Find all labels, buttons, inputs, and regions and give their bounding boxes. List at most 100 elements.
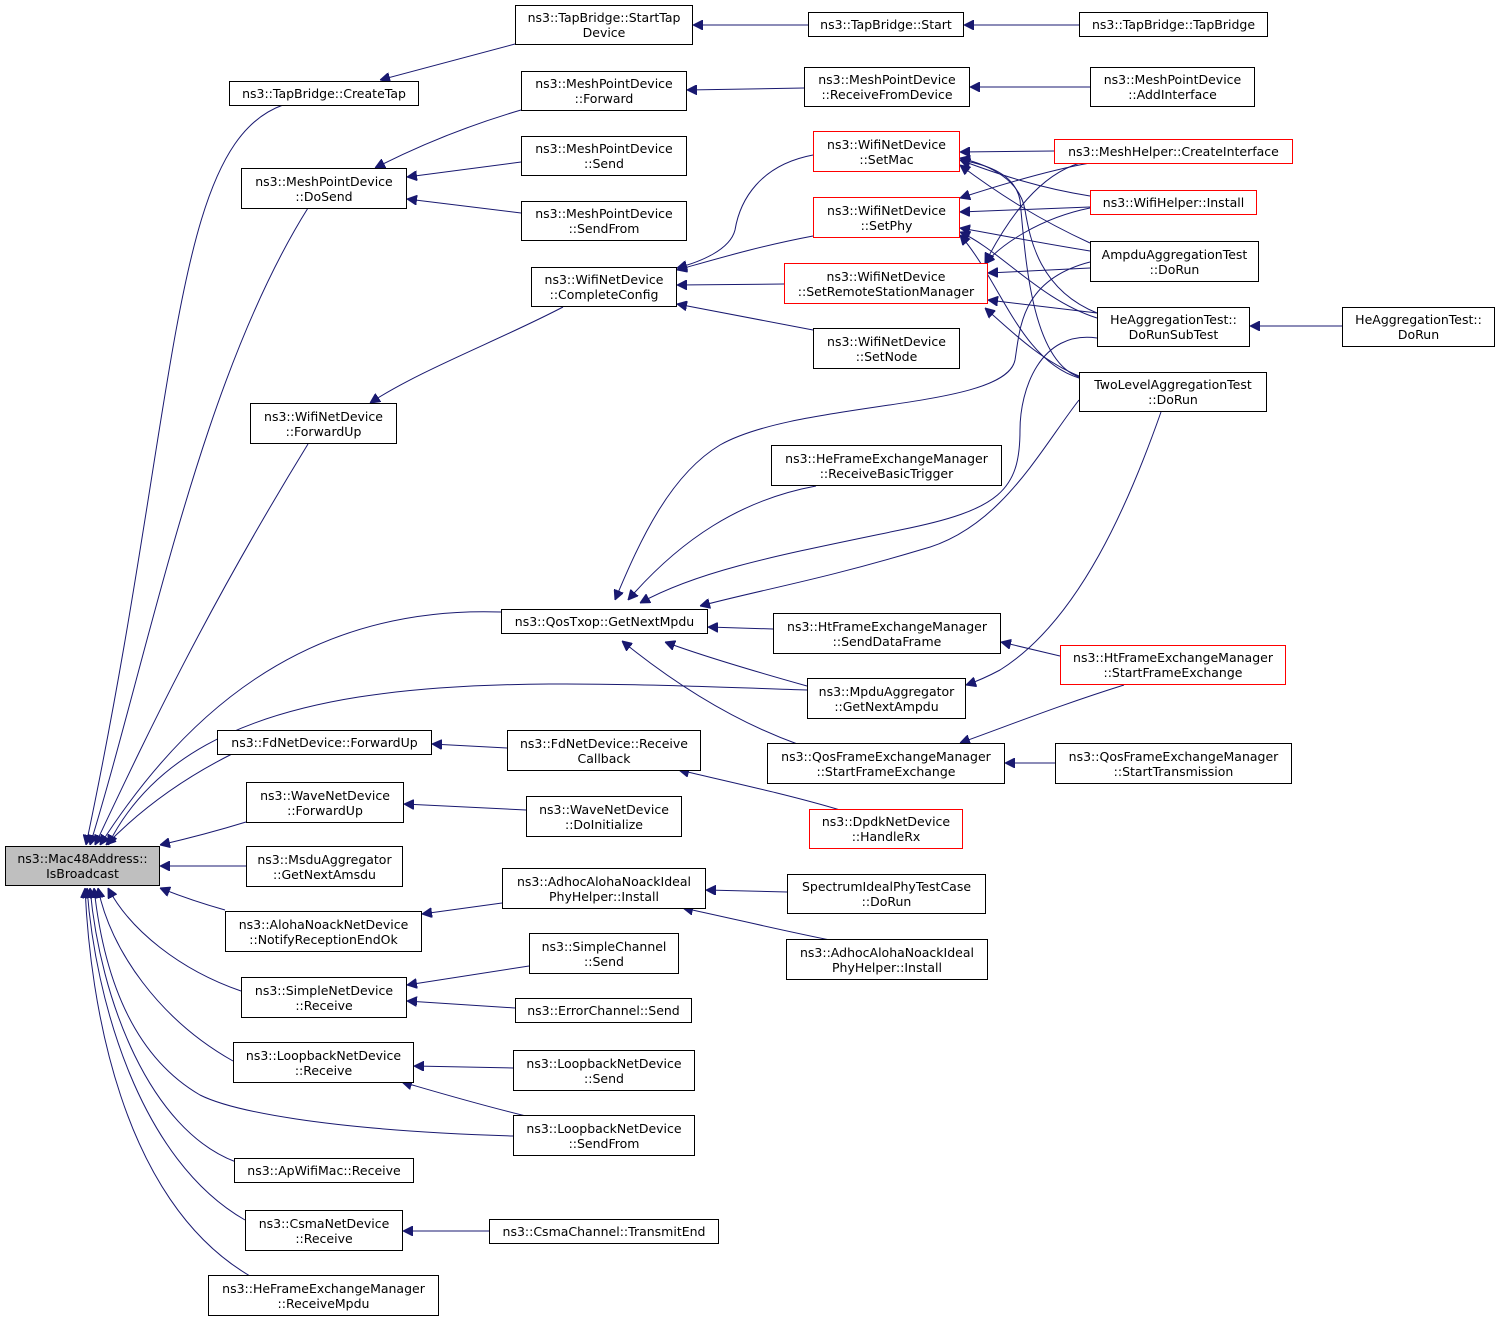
node-heframeexchangemanager-receivempdu[interactable]: ns3::HeFrameExchangeManager ::ReceiveMpd… [208, 1275, 439, 1316]
node-qosframeexchangemanager-startframeexchange[interactable]: ns3::QosFrameExchangeManager ::StartFram… [767, 743, 1005, 784]
node-label-line: IsBroadcast [46, 866, 119, 881]
node-adhocalohanoackidealphyhelper-install-2[interactable]: ns3::AdhocAlohaNoackIdeal PhyHelper::Ins… [786, 939, 988, 980]
node-label-line: ns3::ErrorChannel::Send [527, 1003, 680, 1018]
node-meshpointdevice-receivefromdevice[interactable]: ns3::MeshPointDevice ::ReceiveFromDevice [804, 67, 970, 107]
node-meshpointdevice-addinterface[interactable]: ns3::MeshPointDevice ::AddInterface [1090, 67, 1255, 107]
node-label-line: ns3::WifiNetDevice [264, 408, 383, 424]
node-label-line: ns3::MeshPointDevice [535, 76, 673, 91]
edge-twolevel-setmac [960, 160, 1080, 378]
node-wifinetdevice-setnode[interactable]: ns3::WifiNetDevice ::SetNode [813, 328, 960, 369]
node-label-line: ns3::MsduAggregator [257, 851, 392, 867]
edge-starttap-createtap [380, 43, 516, 80]
edge-htsdf-gnm [708, 627, 774, 629]
edge-hesub-gnm [640, 336, 1098, 603]
node-label-line: ::HandleRx [851, 829, 921, 844]
node-wifihelper-install[interactable]: ns3::WifiHelper::Install [1090, 190, 1257, 215]
node-label-line: SpectrumIdealPhyTestCase [801, 879, 972, 894]
node-label-line: ns3::MeshPointDevice [1103, 72, 1242, 87]
node-csmanetdevice-receive[interactable]: ns3::CsmaNetDevice ::Receive [245, 1210, 403, 1251]
node-label-line: ::Send [584, 1070, 624, 1086]
node-simplenetdevice-receive[interactable]: ns3::SimpleNetDevice ::Receive [241, 977, 407, 1018]
node-fdnetdevice-forwardup[interactable]: ns3::FdNetDevice::ForwardUp [217, 730, 432, 755]
edge-sendfrom-dosend [407, 199, 522, 214]
node-htframeexchangemanager-startframeexchange[interactable]: ns3::HtFrameExchangeManager ::StartFrame… [1060, 645, 1286, 685]
edge-twolevel-setphy [960, 235, 1080, 379]
node-qostxop-getnextmpdu[interactable]: ns3::QosTxop::GetNextMpdu [501, 609, 708, 634]
node-wavenetdevice-doinitialize[interactable]: ns3::WaveNetDevice ::DoInitialize [526, 796, 682, 837]
edge-htsfe-htsdf [1001, 642, 1061, 657]
node-simplechannel-send[interactable]: ns3::SimpleChannel ::Send [529, 933, 679, 974]
node-label-line: ns3::WifiNetDevice [827, 136, 946, 152]
node-fdnetdevice-receivecallback[interactable]: ns3::FdNetDevice::Receive Callback [507, 730, 701, 771]
node-alohanoacknetdevice-notifyreceptionendok[interactable]: ns3::AlohaNoackNetDevice ::NotifyRecepti… [225, 911, 422, 952]
node-label-line: ::DoInitialize [564, 816, 643, 832]
node-label-line: HeAggregationTest:: [1110, 312, 1237, 327]
edge-loopsend-loopreceive [414, 1066, 514, 1068]
node-label-line: Callback [577, 750, 631, 766]
node-label-line: ns3::MeshPointDevice [818, 72, 956, 87]
node-wifinetdevice-completeconfig[interactable]: ns3::WifiNetDevice ::CompleteConfig [531, 267, 677, 307]
node-tapbridge-createtap[interactable]: ns3::TapBridge::CreateTap [229, 81, 419, 106]
edge-meshci-setphy [960, 162, 1091, 198]
node-wifinetdevice-setremotestationmanager[interactable]: ns3::WifiNetDevice ::SetRemoteStationMan… [784, 263, 988, 304]
node-wavenetdevice-forwardup[interactable]: ns3::WaveNetDevice ::ForwardUp [246, 782, 404, 823]
node-tapbridge-start[interactable]: ns3::TapBridge::Start [808, 12, 964, 37]
node-tapbridge-starttap[interactable]: ns3::TapBridge::StartTap Device [515, 5, 693, 45]
node-label-line: ns3::AlohaNoackNetDevice [238, 916, 409, 932]
node-csmachannel-transmitend[interactable]: ns3::CsmaChannel::TransmitEnd [489, 1219, 719, 1244]
edge-spectrum-adhoc1 [706, 890, 788, 892]
node-errorchannel-send[interactable]: ns3::ErrorChannel::Send [515, 998, 692, 1023]
edge-htsfe-qosfemsfe [960, 684, 1125, 743]
node-msduaggregator-getnextamsdu[interactable]: ns3::MsduAggregator ::GetNextAmsdu [246, 846, 403, 887]
node-meshpointdevice-sendfrom[interactable]: ns3::MeshPointDevice ::SendFrom [521, 201, 687, 241]
node-tapbridge-tapbridge[interactable]: ns3::TapBridge::TapBridge [1079, 12, 1268, 37]
node-label-line: TwoLevelAggregationTest [1094, 377, 1252, 392]
node-wifinetdevice-setmac[interactable]: ns3::WifiNetDevice ::SetMac [813, 131, 960, 172]
node-apwifimac-receive[interactable]: ns3::ApWifiMac::Receive [234, 1158, 414, 1183]
edge-rfd-forward [687, 88, 805, 90]
node-meshpointdevice-send[interactable]: ns3::MeshPointDevice ::Send [521, 136, 687, 176]
edge-createtap-root [86, 104, 284, 845]
node-twolevelaggregationtest-dorun[interactable]: TwoLevelAggregationTest ::DoRun [1079, 372, 1267, 412]
node-label-line: ns3::QosTxop::GetNextMpdu [514, 614, 695, 629]
node-qosframeexchangemanager-starttransmission[interactable]: ns3::QosFrameExchangeManager ::StartTran… [1055, 743, 1292, 784]
node-dpdknetdevice-handlerx[interactable]: ns3::DpdkNetDevice ::HandleRx [809, 809, 963, 849]
edge-adhoc2-adhoc1 [683, 908, 831, 941]
node-label-line: ns3::TapBridge::CreateTap [242, 86, 406, 101]
node-heaggregationtest-dorunsubtest[interactable]: HeAggregationTest:: DoRunSubTest [1097, 307, 1250, 347]
edge-loopreceive-root [98, 888, 234, 1062]
node-label-line: ns3::MeshPointDevice [535, 141, 673, 156]
node-label-line: ns3::QosFrameExchangeManager [1068, 748, 1279, 764]
node-spectrumidealphytestcase-dorun[interactable]: SpectrumIdealPhyTestCase ::DoRun [787, 874, 986, 914]
node-label-line: ns3::CsmaNetDevice [258, 1215, 390, 1231]
node-label-line: ns3::TapBridge::Start [820, 17, 952, 32]
node-label-line: ::ReceiveMpdu [277, 1295, 370, 1311]
node-htframeexchangemanager-senddataframe[interactable]: ns3::HtFrameExchangeManager ::SendDataFr… [773, 613, 1001, 654]
node-label-line: ns3::WifiHelper::Install [1102, 195, 1245, 210]
node-loopbacknetdevice-send[interactable]: ns3::LoopbackNetDevice ::Send [513, 1050, 695, 1091]
node-meshpointdevice-dosend[interactable]: ns3::MeshPointDevice ::DoSend [241, 168, 407, 209]
node-label-line: ::Forward [574, 91, 634, 106]
node-meshpointdevice-forward[interactable]: ns3::MeshPointDevice ::Forward [521, 71, 687, 111]
node-wifinetdevice-forwardup[interactable]: ns3::WifiNetDevice ::ForwardUp [250, 403, 397, 444]
node-ampduaggregationtest-dorun[interactable]: AmpduAggregationTest ::DoRun [1090, 241, 1259, 282]
node-wifinetdevice-setphy[interactable]: ns3::WifiNetDevice ::SetPhy [813, 197, 960, 238]
node-label-line: ::GetNextAmsdu [273, 866, 376, 882]
node-label-line: ::ReceiveBasicTrigger [819, 465, 954, 481]
edge-send-dosend [407, 161, 522, 177]
edge-getnextampdu-root [108, 683, 808, 845]
node-heframeexchangemanager-receivebasictrigger[interactable]: ns3::HeFrameExchangeManager ::ReceiveBas… [771, 445, 1002, 486]
edge-qosfemsfe-gnm [622, 641, 801, 746]
edge-twolevel-gnm [700, 399, 1080, 606]
edge-loopsendfrom-root [94, 888, 514, 1137]
node-heaggregationtest-dorun[interactable]: HeAggregationTest:: DoRun [1342, 307, 1495, 347]
node-loopbacknetdevice-receive[interactable]: ns3::LoopbackNetDevice ::Receive [233, 1042, 414, 1083]
node-meshhelper-createinterface[interactable]: ns3::MeshHelper::CreateInterface [1054, 139, 1293, 164]
node-adhocalohanoackidealphyhelper-install-1[interactable]: ns3::AdhocAlohaNoackIdeal PhyHelper::Ins… [502, 868, 706, 909]
edge-mpduagg-gnm [665, 642, 808, 687]
node-label-line: DoRunSubTest [1128, 327, 1219, 342]
node-loopbacknetdevice-sendfrom[interactable]: ns3::LoopbackNetDevice ::SendFrom [513, 1115, 695, 1156]
root-node: ns3::Mac48Address:: IsBroadcast [5, 846, 160, 886]
node-mpduaggregator-getnextampdu[interactable]: ns3::MpduAggregator ::GetNextAmpdu [807, 678, 966, 719]
node-label-line: ns3::DpdkNetDevice [821, 814, 951, 829]
